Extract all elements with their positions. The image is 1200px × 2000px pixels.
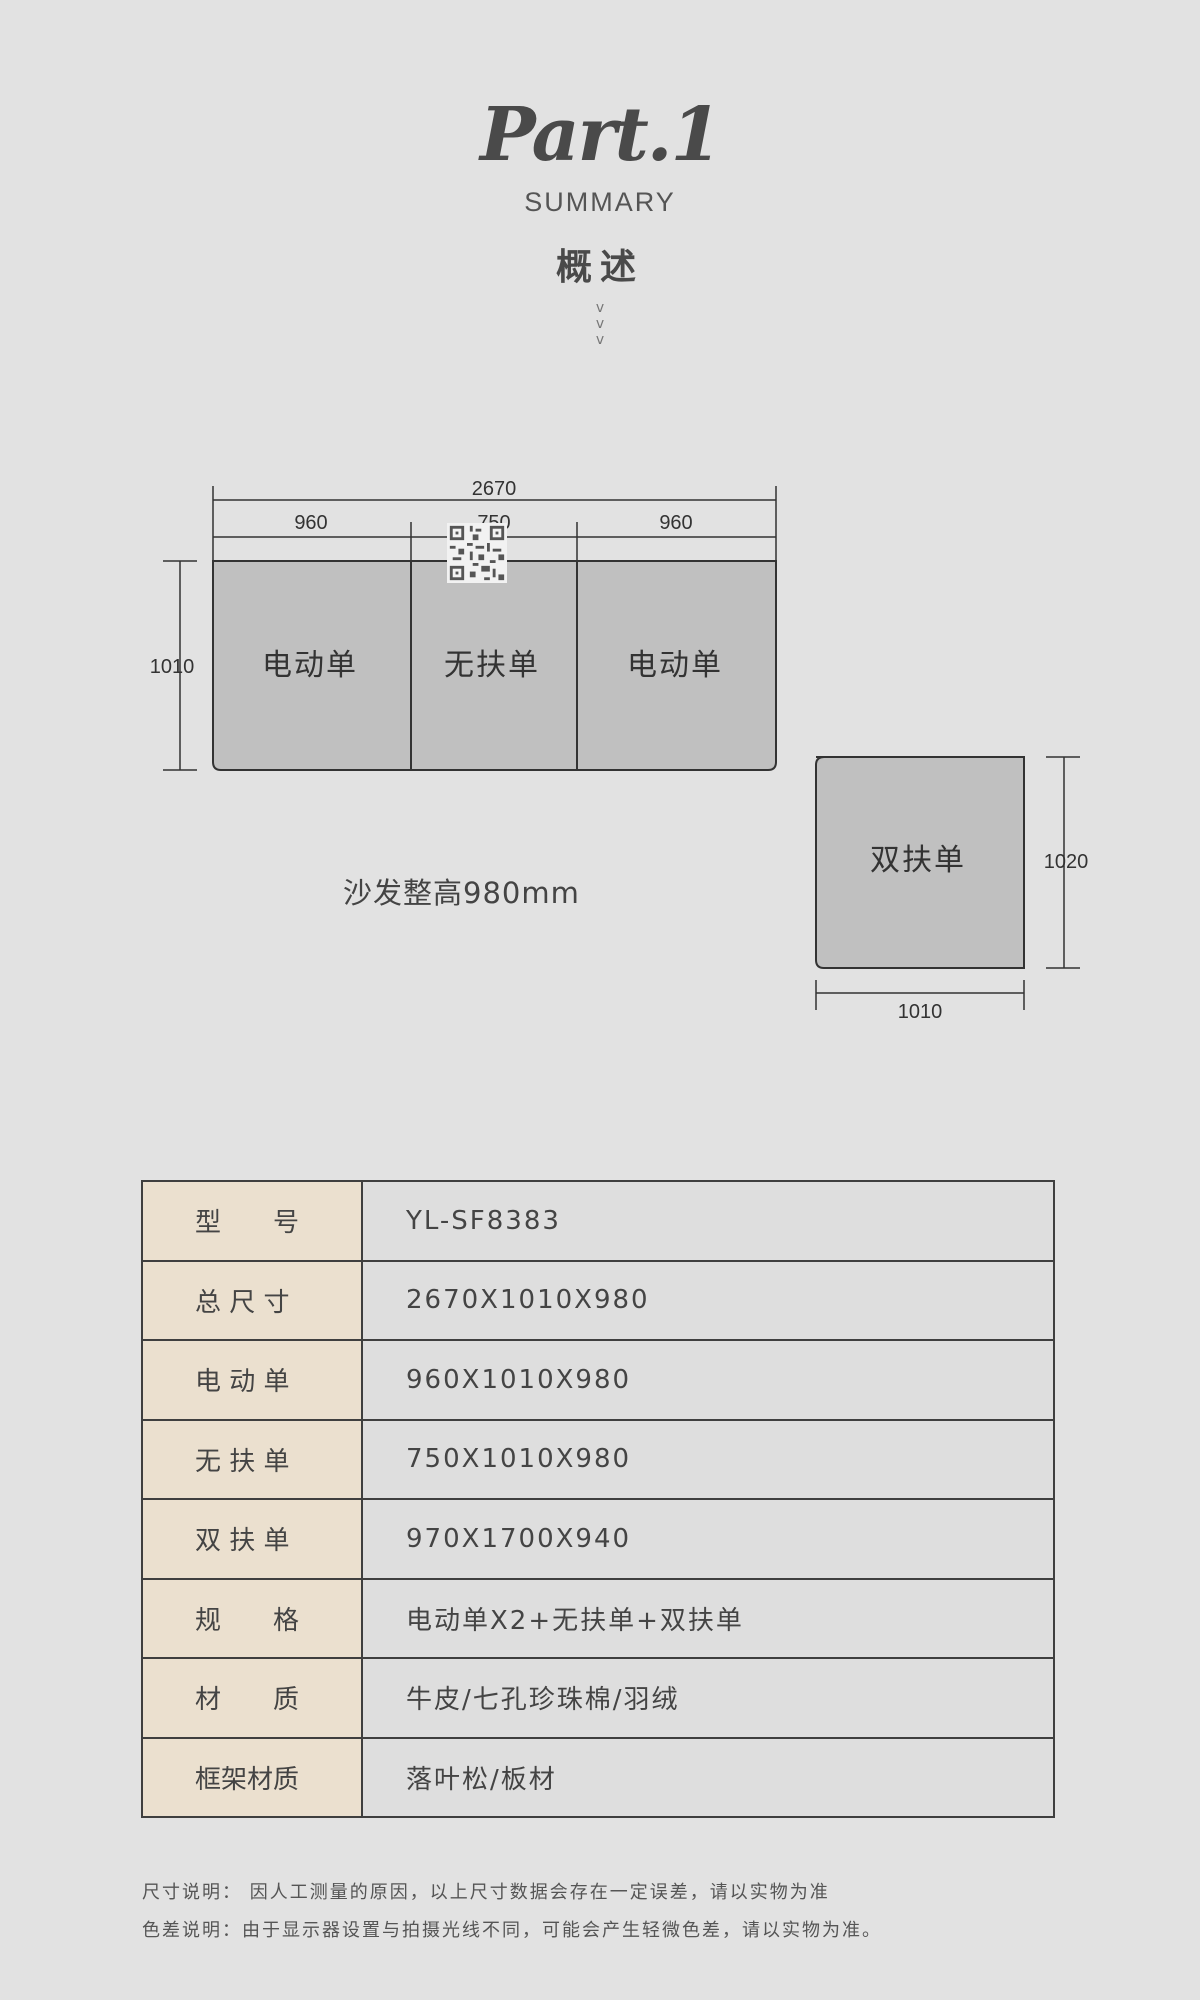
spec-value: YL-SF8383 <box>361 1180 1055 1262</box>
color-disclaimer: 色差说明：由于显示器设置与拍摄光线不同，可能会产生轻微色差，请以实物为准。 <box>142 1920 882 1941</box>
spec-key: 型 号 <box>141 1180 363 1262</box>
dim-total-width: 2670 <box>472 478 517 500</box>
piece-label-right: 电动单 <box>627 648 723 683</box>
spec-key: 规 格 <box>141 1577 363 1659</box>
chevron-down-icon: v v v <box>595 300 605 348</box>
dim-depth: 1010 <box>150 656 195 678</box>
sofa-piece-right <box>576 560 777 771</box>
size-disclaimer: 尺寸说明： 因人工测量的原因，以上尺寸数据会存在一定误差，请以实物为准 <box>142 1882 830 1903</box>
dim-ottoman-width: 1010 <box>898 1001 943 1023</box>
spec-key: 无 扶 单 <box>141 1418 363 1500</box>
sofa-piece-left <box>212 560 412 771</box>
spec-key: 框架材质 <box>141 1736 363 1818</box>
dim-ottoman-depth: 1020 <box>1044 851 1089 873</box>
overview-title: 概述 <box>555 247 644 288</box>
spec-value: 960X1010X980 <box>361 1339 1055 1421</box>
ottoman-label: 双扶单 <box>870 843 966 878</box>
part-title: Part.1 <box>479 92 722 178</box>
spec-value: 落叶松/板材 <box>361 1736 1055 1818</box>
table-row: 材 质牛皮/七孔珍珠棉/羽绒 <box>141 1657 1055 1739</box>
ottoman-piece <box>815 756 1025 969</box>
spec-key: 电 动 单 <box>141 1339 363 1421</box>
spec-key: 总 尺 寸 <box>141 1259 363 1341</box>
spec-key: 材 质 <box>141 1657 363 1739</box>
piece-label-middle: 无扶单 <box>444 648 540 683</box>
dimension-lines <box>163 486 1080 1010</box>
spec-value: 750X1010X980 <box>361 1418 1055 1500</box>
spec-value: 970X1700X940 <box>361 1498 1055 1580</box>
sofa-height-note: 沙发整高980mm <box>343 876 580 910</box>
summary-heading: SUMMARY <box>524 187 676 217</box>
sofa-piece-middle <box>410 560 578 771</box>
qr-code-icon <box>447 523 507 583</box>
spec-key: 双 扶 单 <box>141 1498 363 1580</box>
table-row: 规 格电动单X2+无扶单+双扶单 <box>141 1577 1055 1659</box>
spec-value: 牛皮/七孔珍珠棉/羽绒 <box>361 1657 1055 1739</box>
sofa-pieces <box>212 560 1025 969</box>
spec-value: 电动单X2+无扶单+双扶单 <box>361 1577 1055 1659</box>
piece-label-left: 电动单 <box>262 648 358 683</box>
table-row: 框架材质落叶松/板材 <box>141 1736 1055 1818</box>
dim-left-width: 960 <box>294 512 327 534</box>
sofa-dimension-diagram: 2670 960 750 960 1010 电动单 无扶单 电动单 双扶单 10… <box>150 478 1089 1023</box>
spec-value: 2670X1010X980 <box>361 1259 1055 1341</box>
dim-right-width: 960 <box>659 512 692 534</box>
